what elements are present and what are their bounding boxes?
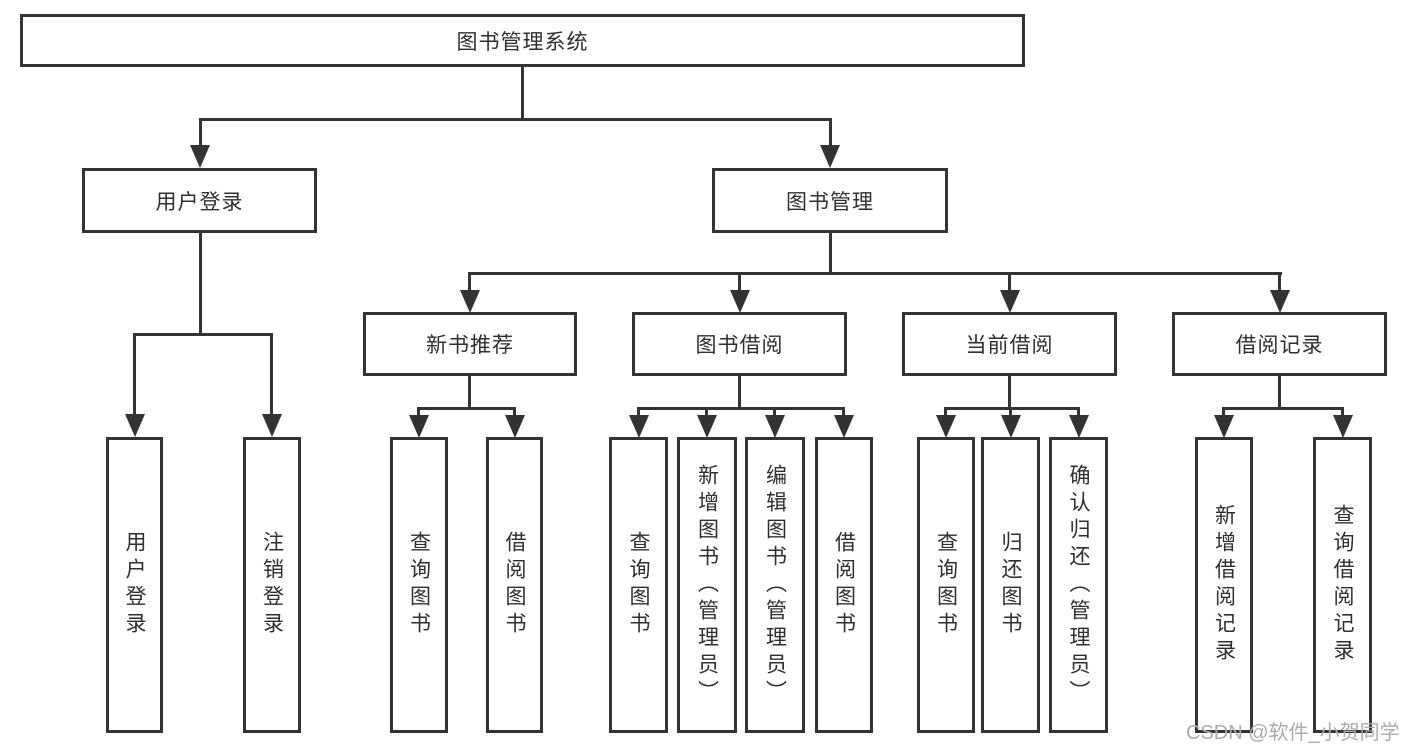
node-new-book-recommend: 新书推荐 <box>363 312 577 376</box>
connector-level2-bus <box>199 118 832 121</box>
connector-leaf-stem <box>1077 407 1080 417</box>
connector-leaf-stem <box>637 407 640 417</box>
leaf-confirm-return-admin: 确认归还（管理员） <box>1049 437 1108 733</box>
down-arrowhead <box>1333 415 1353 438</box>
leaf-label: 注销登录 <box>260 531 284 639</box>
leaf-user-login: 用户登录 <box>106 437 163 733</box>
leaf-label: 确认归还（管理员） <box>1067 463 1090 707</box>
leaf-label: 查询借阅记录 <box>1331 504 1354 666</box>
leaf-borrow-books-recommend: 借阅图书 <box>486 437 543 733</box>
down-arrowhead <box>697 415 717 438</box>
leaf-query-borrow-record: 查询借阅记录 <box>1313 437 1372 733</box>
connector-leaf-stem <box>270 333 273 415</box>
down-arrowhead <box>1001 415 1021 438</box>
connector-leaf-stem <box>944 407 947 417</box>
connector-level3-bus <box>468 272 1282 275</box>
leaf-return-books: 归还图书 <box>981 437 1040 733</box>
connector-borrow-down <box>738 376 741 410</box>
leaf-label: 借阅图书 <box>832 531 856 639</box>
down-arrowhead <box>505 415 525 438</box>
leaf-label: 新增图书（管理员） <box>695 463 719 707</box>
leaf-query-books-borrow: 查询图书 <box>609 437 668 733</box>
node-new-book-recommend-label: 新书推荐 <box>426 334 514 357</box>
leaf-query-books-current: 查询图书 <box>917 437 975 733</box>
connector-leaf-stem <box>1341 407 1344 417</box>
down-arrowhead <box>1000 290 1020 313</box>
connector-record-bus <box>1222 407 1344 410</box>
leaf-label: 查询图书 <box>934 531 958 639</box>
node-borrow-record-label: 借阅记录 <box>1235 334 1324 357</box>
leaf-edit-books-admin: 编辑图书（管理员） <box>745 437 805 733</box>
leaf-label: 查询图书 <box>627 531 650 639</box>
connector-leaf-stem <box>417 407 420 417</box>
down-arrowhead <box>409 415 429 438</box>
leaf-label: 借阅图书 <box>503 531 526 639</box>
down-arrowhead <box>190 145 210 168</box>
node-user-login-label: 用户登录 <box>155 190 244 214</box>
node-book-borrow-label: 图书借阅 <box>695 334 784 357</box>
connector-leaf-stem <box>705 407 708 417</box>
connector-level3-stem <box>468 272 471 292</box>
down-arrowhead <box>125 414 145 437</box>
connector-leaf-stem <box>513 407 516 417</box>
leaf-borrow-books: 借阅图书 <box>815 437 873 733</box>
leaf-add-borrow-record: 新增借阅记录 <box>1195 437 1253 733</box>
connector-user-login-down <box>199 233 202 336</box>
node-borrow-record: 借阅记录 <box>1172 312 1387 376</box>
connector-root-stem <box>521 67 524 120</box>
down-arrowhead <box>460 290 480 313</box>
connector-level3-stem <box>1278 272 1281 292</box>
node-book-management: 图书管理 <box>712 168 948 233</box>
leaf-label: 归还图书 <box>999 531 1022 639</box>
node-current-borrow-label: 当前借阅 <box>965 334 1054 357</box>
connector-recommend-down <box>468 376 471 410</box>
down-arrowhead <box>1069 415 1089 438</box>
connector-borrow-bus <box>637 407 845 410</box>
down-arrowhead <box>936 415 956 438</box>
connector-book-mgmt-down <box>829 233 832 275</box>
leaf-label: 新增借阅记录 <box>1212 504 1236 666</box>
connector-level3-stem <box>1008 272 1011 292</box>
down-arrowhead <box>820 145 840 168</box>
leaf-label: 查询图书 <box>407 531 431 639</box>
down-arrowhead <box>1270 290 1290 313</box>
connector-user-login-stem <box>199 118 202 147</box>
connector-leaf-stem <box>773 407 776 417</box>
leaf-add-books-admin: 新增图书（管理员） <box>677 437 737 733</box>
down-arrowhead <box>629 415 649 438</box>
leaf-logout: 注销登录 <box>243 437 301 733</box>
connector-leaf-stem <box>133 333 136 415</box>
down-arrowhead <box>1214 415 1234 438</box>
down-arrowhead <box>262 414 282 437</box>
connector-leaf-stem <box>1222 407 1225 417</box>
down-arrowhead <box>834 415 854 438</box>
node-current-borrow: 当前借阅 <box>902 312 1117 376</box>
leaf-label: 用户登录 <box>123 531 146 639</box>
node-root: 图书管理系统 <box>20 14 1025 67</box>
node-user-login: 用户登录 <box>82 168 317 233</box>
leaf-label: 编辑图书（管理员） <box>763 463 787 707</box>
leaf-query-books-recommend: 查询图书 <box>390 437 448 733</box>
connector-current-down <box>1008 376 1011 410</box>
down-arrowhead <box>765 415 785 438</box>
node-root-label: 图书管理系统 <box>456 30 589 54</box>
connector-book-mgmt-stem <box>829 118 832 147</box>
node-book-management-label: 图书管理 <box>786 190 874 214</box>
connector-leaf-stem <box>842 407 845 417</box>
connector-leaf-stem <box>1009 407 1012 417</box>
connector-recommend-bus <box>417 407 516 410</box>
down-arrowhead <box>730 290 750 313</box>
csdn-watermark: CSDN @软件_小贺同学 <box>1186 722 1400 744</box>
connector-user-login-bus <box>133 333 273 336</box>
node-book-borrow: 图书借阅 <box>632 312 847 376</box>
connector-current-bus <box>944 407 1080 410</box>
connector-level3-stem <box>738 272 741 292</box>
connector-record-down <box>1278 376 1281 410</box>
